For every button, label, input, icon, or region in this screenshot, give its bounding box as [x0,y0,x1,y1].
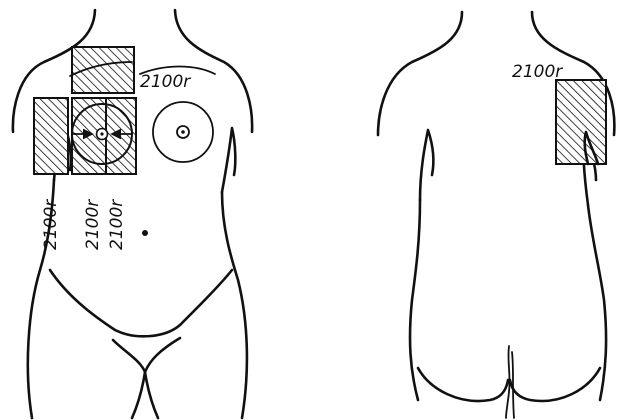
back-torso [378,12,614,418]
scapular-dose-label: 2100r [512,62,563,82]
back-right-buttock [510,368,600,401]
right-nipple-dot [181,130,185,134]
front-right-arm-inner [222,128,235,192]
supraclavicular-field [72,47,134,93]
left-nipple-dot [100,132,103,135]
scapular-field [556,80,606,164]
back-left-shoulder [378,12,462,135]
axillary-field [34,98,68,174]
gluteal-cleft-2 [512,352,514,418]
tangential-dose-label: 2100r [83,199,103,250]
front-inner-thigh [132,372,158,418]
back-left-arm-inner [420,130,433,200]
front-right-side [222,192,247,418]
parasternal-dose-label: 2100r [107,199,127,250]
supraclavicular-dose-label: 2100r [140,72,191,92]
back-radiation-fields [556,80,606,164]
front-right-shoulder [175,10,252,132]
back-left-buttock [418,368,508,401]
front-groin [113,338,180,372]
front-radiation-fields [34,47,215,174]
front-hip-line [50,270,232,336]
axillary-dose-label: 2100r [41,199,61,250]
navel-dot [142,230,148,236]
